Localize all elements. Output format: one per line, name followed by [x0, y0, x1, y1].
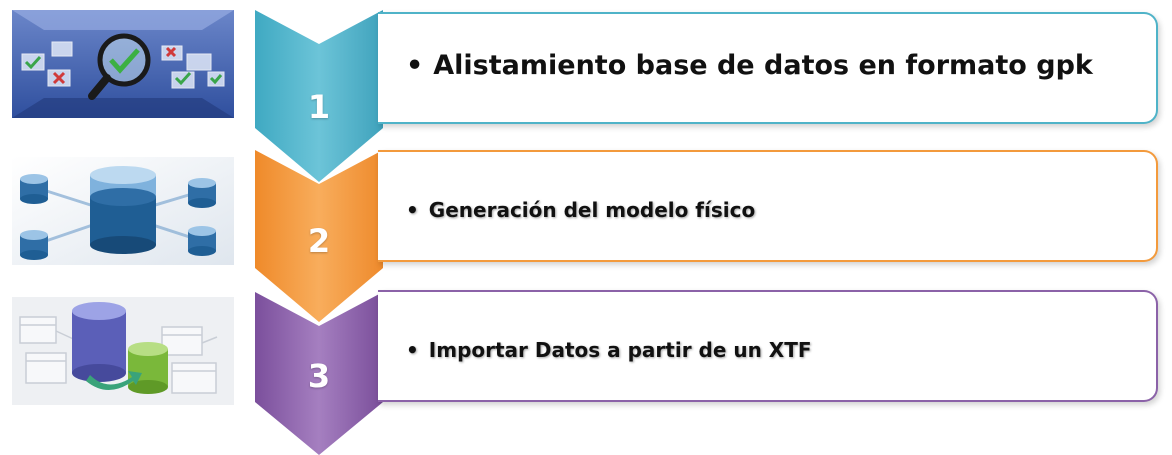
step-2-number: 2	[307, 222, 331, 260]
database-validation-icon	[12, 10, 234, 118]
database-network-icon	[12, 157, 234, 265]
step-2-text: Generación del modelo físico	[428, 198, 756, 222]
step-2-box: • Generación del modelo físico	[378, 150, 1158, 262]
bullet: •	[406, 198, 419, 222]
step-1-text: Alistamiento base de datos en formato gp…	[433, 50, 1093, 81]
bullet: •	[406, 338, 419, 362]
step-2-label: • Generación del modelo físico	[406, 198, 755, 222]
step-3-box: • Importar Datos a partir de un XTF	[378, 290, 1158, 402]
database-import-icon	[12, 297, 234, 405]
step-1-chevron: 1	[255, 10, 383, 182]
step-3-text: Importar Datos a partir de un XTF	[428, 338, 812, 362]
step-3-chevron: 3	[255, 292, 383, 455]
step-1-label: • Alistamiento base de datos en formato g…	[406, 50, 1093, 81]
step-3-label: • Importar Datos a partir de un XTF	[406, 338, 812, 362]
bullet: •	[406, 50, 424, 81]
step-3-number: 3	[307, 357, 331, 395]
step-1-number: 1	[307, 88, 331, 126]
step-1-box: • Alistamiento base de datos en formato g…	[378, 12, 1158, 124]
step-2-chevron: 2	[255, 150, 383, 322]
